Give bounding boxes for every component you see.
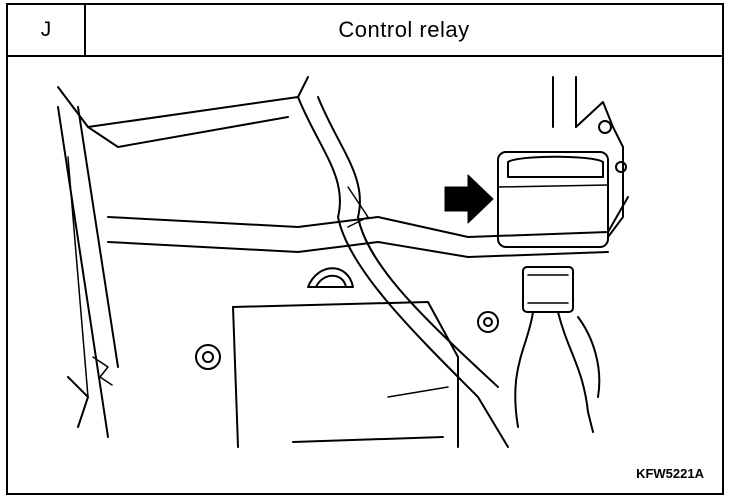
wire-harness: [297, 96, 509, 448]
arrow-icon: [444, 174, 494, 224]
control-relay-body: [497, 151, 609, 248]
relay-connector: [522, 266, 574, 313]
diagram-frame: J Control relay: [6, 3, 724, 495]
housing-block: [232, 301, 459, 448]
left-frame: [57, 106, 109, 438]
mount-bracket: [575, 101, 624, 238]
header-bar: J Control relay: [8, 5, 722, 57]
reference-label: J: [8, 5, 86, 55]
cross-bracket: [107, 196, 629, 238]
bolt-left: [195, 344, 221, 370]
control-relay-illustration: [57, 76, 629, 448]
diagram-title: Control relay: [338, 17, 470, 42]
figure-code: KFW5221A: [636, 466, 704, 481]
grommet: [307, 267, 354, 288]
lower-clip: [92, 356, 113, 386]
upper-panel: [57, 76, 309, 128]
connector-wires: [514, 311, 534, 428]
bolt-right: [477, 311, 499, 333]
